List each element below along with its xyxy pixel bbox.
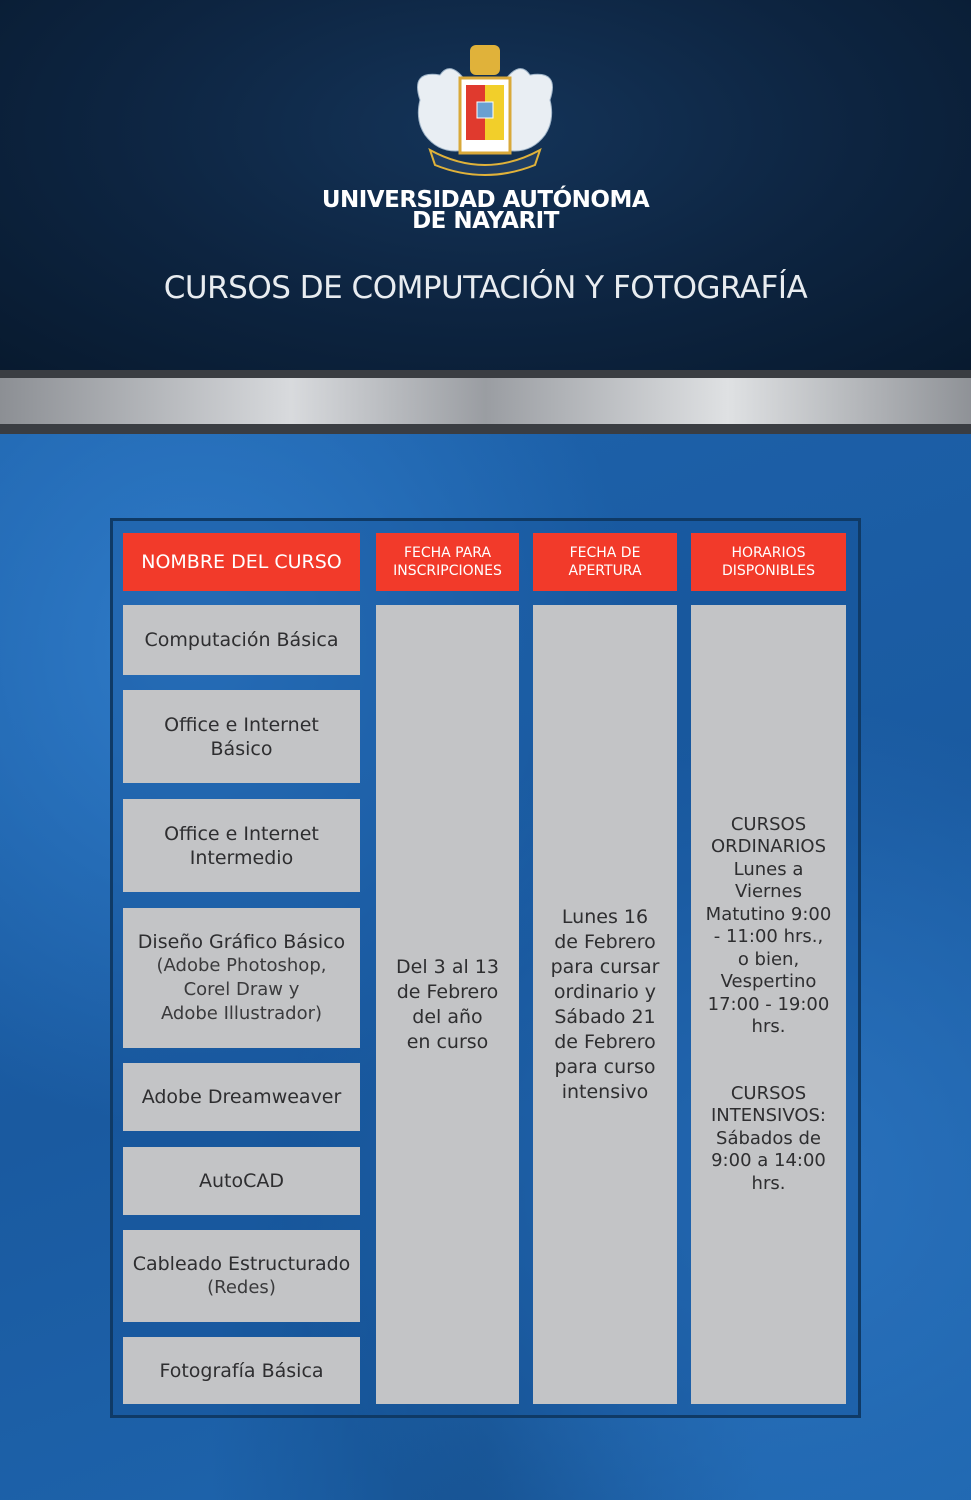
header: UNIVERSIDAD AUTÓNOMA DE NAYARIT CURSOS D… [0, 0, 971, 370]
university-name-line2: DE NAYARIT [412, 208, 559, 234]
intensive-schedule: CURSOS INTENSIVOS: Sábados de 9:00 a 14:… [711, 1082, 826, 1194]
schedules-cell: CURSOS ORDINARIOS Lunes a Viernes Matuti… [691, 605, 846, 1404]
registration-date-cell: Del 3 al 13 de Febrero del año en curso [376, 605, 519, 1404]
course-cell: Adobe Dreamweaver [123, 1063, 360, 1131]
ordinary-schedule: CURSOS ORDINARIOS Lunes a Viernes Matuti… [705, 813, 832, 1038]
course-cell: Diseño Gráfico Básico(Adobe Photoshop, C… [123, 908, 360, 1048]
course-cell: Computación Básica [123, 605, 360, 675]
course-cell: Cableado Estructurado(Redes) [123, 1230, 360, 1322]
course-cell: AutoCAD [123, 1147, 360, 1215]
course-cell: Fotografía Básica [123, 1337, 360, 1404]
university-name-line1: UNIVERSIDAD AUTÓNOMA [321, 187, 650, 213]
column-header-course-name: NOMBRE DEL CURSO [123, 533, 360, 591]
course-cell: Office e Internet Básico [123, 690, 360, 783]
opening-date-cell: Lunes 16 de Febrero para cursar ordinari… [533, 605, 677, 1404]
course-cell: Office e Internet Intermedio [123, 799, 360, 892]
column-header-schedules: HORARIOS DISPONIBLES [691, 533, 846, 591]
page-title: CURSOS DE COMPUTACIÓN Y FOTOGRAFÍA [163, 270, 808, 306]
column-header-opening-date: FECHA DE APERTURA [533, 533, 677, 591]
column-header-registration-date: FECHA PARA INSCRIPCIONES [376, 533, 519, 591]
university-crest-logo [417, 45, 553, 176]
silver-divider [0, 370, 971, 434]
